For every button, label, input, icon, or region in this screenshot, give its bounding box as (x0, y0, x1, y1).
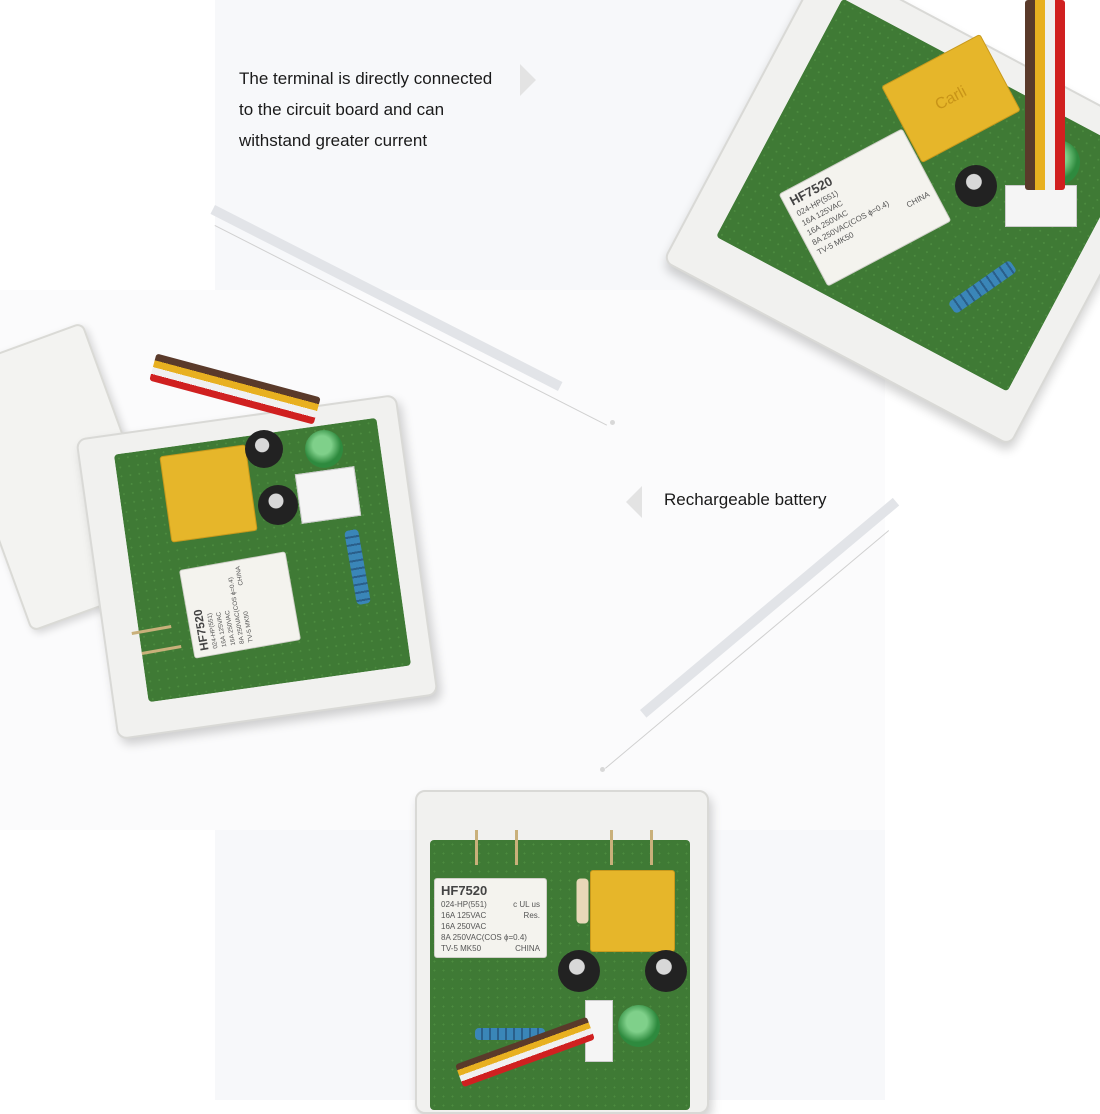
wires (1025, 0, 1065, 190)
electrolytic-capacitor (558, 950, 600, 992)
wire-connector (294, 466, 362, 524)
relay: HF7520 024-HP(551) 16A 125VAC 16A 250VAC… (179, 551, 301, 659)
terminal-pin (475, 830, 478, 865)
film-capacitor (159, 444, 258, 543)
terminal-pin (650, 830, 653, 865)
caption-line: withstand greater current (239, 131, 428, 150)
relay-cert: c UL us (513, 900, 540, 909)
relay-rating: 8A 250VAC(COS ϕ=0.4) (441, 933, 527, 942)
relay-rating: TV-5 MK50 (441, 944, 482, 953)
relay-rating: 16A 250VAC (441, 922, 487, 931)
thermostat-board-bottom: HF7520 024-HP(551) c UL us 16A 125VAC Res.… (410, 785, 710, 1114)
capacitor-marking: Carli (932, 83, 970, 114)
terminal-pin (515, 830, 518, 865)
wire-connector (585, 1000, 613, 1062)
battery-caption: Rechargeable battery (664, 490, 827, 509)
electrolytic-capacitor (245, 430, 283, 468)
relay-rating: 16A 125VAC (441, 911, 487, 920)
terminal-caption: The terminal is directly connected to th… (239, 63, 492, 156)
electrolytic-capacitor (955, 165, 997, 207)
pointer-right-icon (520, 64, 536, 96)
caption-line: The terminal is directly connected (239, 69, 493, 88)
relay-model: HF7520 (441, 883, 488, 898)
relay: HF7520 024-HP(551) c UL us 16A 125VAC Res.… (434, 878, 547, 958)
pointer-left-icon (626, 486, 642, 518)
relay-part: 024-HP(551) (441, 900, 487, 909)
wire-connector (1005, 185, 1077, 227)
terminal-pin (610, 830, 613, 865)
electrolytic-capacitor (258, 485, 298, 525)
thermostat-board-top-right: HF7520 024-HP(551) 16A 125VAC 16A 250VAC… (662, 0, 1100, 447)
rechargeable-battery (618, 1005, 660, 1047)
thermostat-board-middle-left: HF7520 024-HP(551) 16A 125VAC 16A 250VAC… (0, 320, 440, 741)
caption-line: to the circuit board and can (239, 100, 445, 119)
resistor (576, 878, 589, 924)
decorative-dot (610, 420, 615, 425)
film-capacitor (590, 870, 675, 952)
decorative-dot (600, 767, 605, 772)
relay-origin: CHINA (515, 944, 540, 953)
relay-res: Res. (523, 911, 540, 920)
rechargeable-battery (305, 430, 343, 468)
wires (149, 353, 321, 425)
electrolytic-capacitor (645, 950, 687, 992)
